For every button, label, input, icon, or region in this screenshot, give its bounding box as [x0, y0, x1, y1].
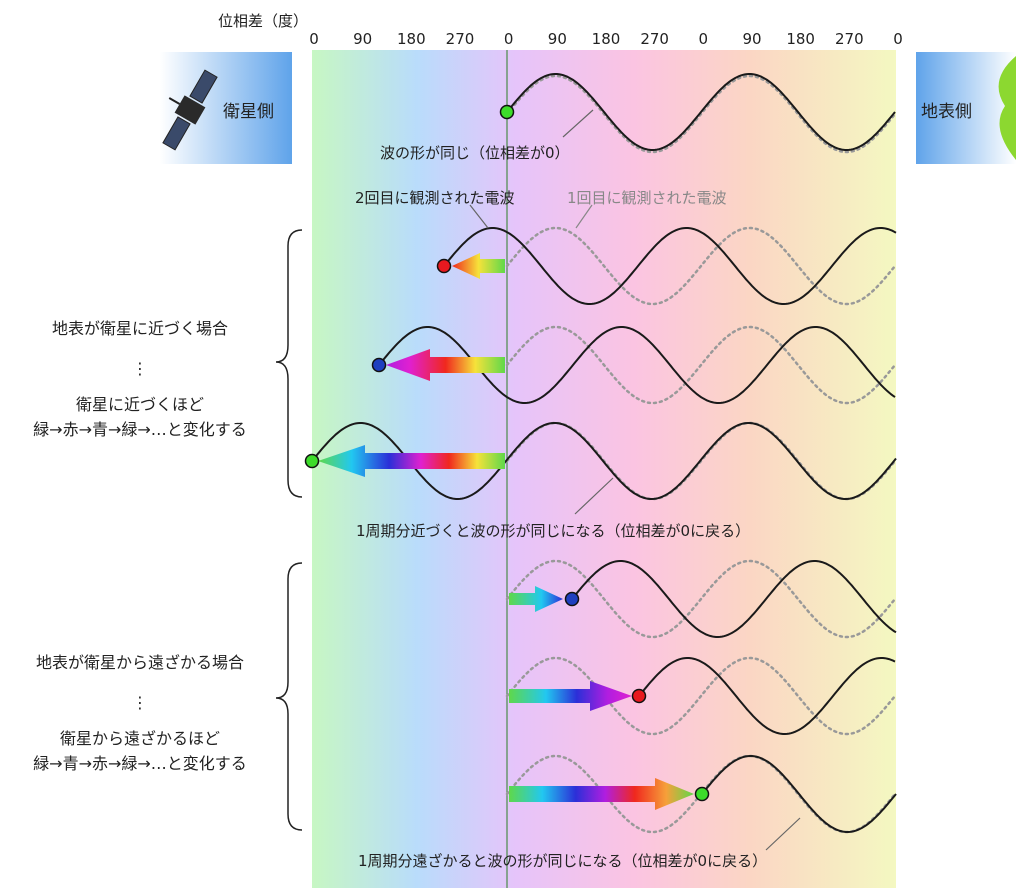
observed-wave-approach-1: [443, 227, 897, 305]
recede-arrow-2: [509, 681, 632, 711]
satellite-icon: [162, 69, 218, 151]
note-second-observed: 2回目に観測された電波: [355, 189, 515, 207]
axis-ticks: 0 90 180 270 0 90 180 270 0 90 180 270 0: [309, 30, 903, 48]
axis-tick-label: 180: [397, 30, 426, 48]
axis-tick-label: 270: [835, 30, 864, 48]
reference-wave-top: [505, 74, 897, 154]
approach-desc-2: 緑→赤→青→緑→…と変化する: [33, 420, 247, 439]
approach-arrow-1: [452, 253, 505, 279]
recede-arrow-1: [509, 586, 563, 612]
note-recede-cycle: 1周期分遠ざかると波の形が同じになる（位相差が0に戻る）: [358, 852, 767, 870]
marker-approach-blue: [371, 357, 387, 373]
note-approach-cycle: 1周期分近づくと波の形が同じになる（位相差が0に戻る）: [356, 522, 750, 540]
leader-same: [562, 109, 594, 138]
marker-recede-red: [631, 688, 647, 704]
observed-wave-recede-1: [571, 560, 897, 638]
axis-tick-label: 90: [353, 30, 372, 48]
note-first-observed: 1回目に観測された電波: [567, 189, 727, 207]
note-same-shape: 波の形が同じ（位相差が0）: [380, 144, 570, 162]
recede-desc-2: 緑→青→赤→緑→…と変化する: [33, 754, 247, 773]
leader-first: [575, 204, 593, 229]
observed-wave-top: [506, 73, 896, 151]
axis-tick-label: 0: [504, 30, 514, 48]
reference-wave-recede-1: [505, 559, 897, 639]
axis-tick-label: 0: [893, 30, 903, 48]
ground-leaf-icon: [998, 56, 1016, 160]
recede-desc-1: 衛星から遠ざかるほど: [60, 729, 220, 748]
axis-tick-label: 0: [309, 30, 319, 48]
ground-side-label: 地表側: [921, 102, 972, 122]
approach-arrow-3: [318, 445, 505, 477]
approach-arrow-2: [386, 349, 505, 381]
observed-wave-recede-3: [701, 755, 897, 833]
axis-tick-label: 0: [699, 30, 709, 48]
leader-second: [469, 204, 489, 229]
recede-brace: [275, 562, 303, 831]
recede-arrow-3: [509, 778, 694, 810]
ground-side-box: [916, 52, 1016, 164]
reference-wave-recede-2: [505, 656, 897, 736]
axis-tick-label: 180: [786, 30, 815, 48]
recede-dots: ⋮: [132, 693, 148, 712]
axis-tick-label: 270: [446, 30, 475, 48]
leader-approach-cycle: [574, 477, 614, 515]
approach-brace: [275, 229, 303, 498]
marker-recede-blue: [564, 591, 580, 607]
marker-approach-green: [304, 453, 320, 469]
marker-recede-green: [694, 786, 710, 802]
approach-dots: ⋮: [132, 359, 148, 378]
reference-wave-approach-1: [505, 226, 897, 306]
marker-approach-red: [436, 258, 452, 274]
axis-tick-label: 90: [742, 30, 761, 48]
axis-tick-label: 270: [640, 30, 669, 48]
waves-layer: [311, 73, 897, 834]
reference-wave-approach-2: [505, 325, 897, 405]
axis-title: 位相差（度）: [218, 12, 308, 30]
marker-same-green: [499, 104, 515, 120]
approach-desc-1: 衛星に近づくほど: [76, 395, 204, 414]
recede-title: 地表が衛星から遠ざかる場合: [36, 653, 244, 672]
observed-wave-recede-2: [638, 657, 896, 735]
observed-wave-approach-2: [378, 326, 896, 404]
satellite-side-label: 衛星側: [223, 102, 274, 122]
approach-title: 地表が衛星に近づく場合: [52, 319, 228, 338]
axis-tick-label: 90: [548, 30, 567, 48]
leader-recede-cycle: [765, 817, 801, 851]
axis-tick-label: 180: [592, 30, 621, 48]
